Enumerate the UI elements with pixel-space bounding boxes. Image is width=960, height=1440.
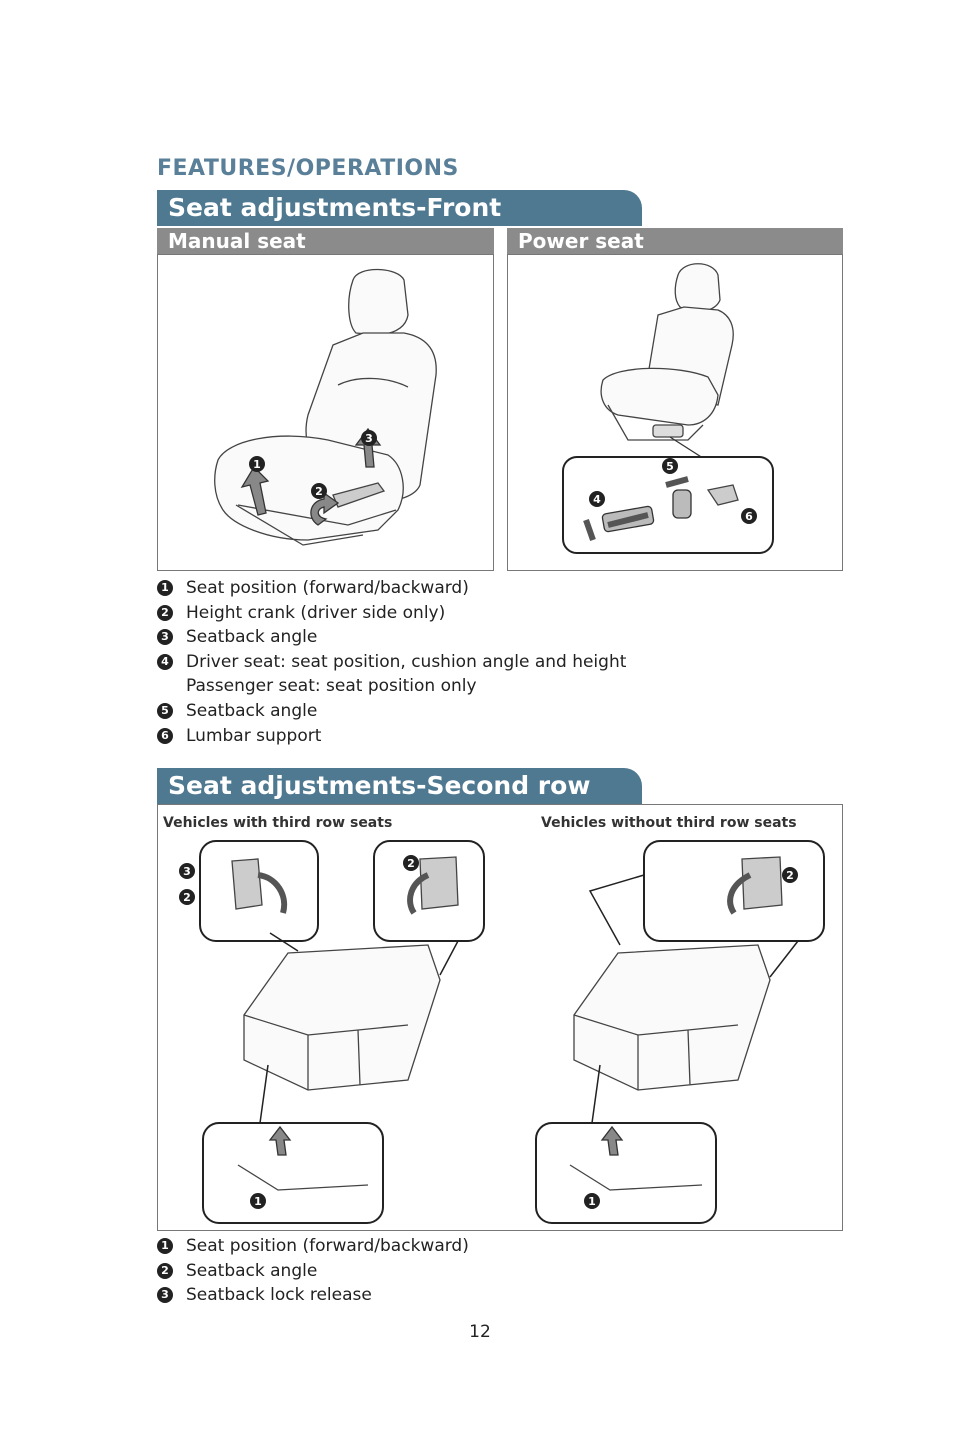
list-item-text: Driver seat: seat position, cushion angl… — [186, 651, 627, 672]
list-item: 2 Height crank (driver side only) — [157, 601, 626, 626]
svg-text:4: 4 — [593, 493, 601, 506]
svg-text:1: 1 — [588, 1195, 596, 1208]
front-section-title: Seat adjustments-Front — [157, 190, 642, 226]
number-badge: 2 — [157, 1262, 173, 1279]
list-item: 6 Lumbar support — [157, 724, 626, 749]
list-item: 1 Seat position (forward/backward) — [157, 1234, 469, 1259]
manual-seat-label: Manual seat — [157, 228, 494, 254]
front-legend-list: 1 Seat position (forward/backward) 2 Hei… — [157, 576, 626, 748]
list-item: 2 Seatback angle — [157, 1259, 469, 1284]
list-item-text-continuation: Passenger seat: seat position only — [186, 676, 477, 697]
section-label: FEATURES/OPERATIONS — [157, 156, 459, 181]
number-badge: 3 — [157, 629, 173, 646]
number-badge: 6 — [157, 727, 173, 744]
svg-text:2: 2 — [315, 485, 323, 498]
svg-text:3: 3 — [365, 432, 373, 445]
svg-text:3: 3 — [183, 865, 191, 878]
page-number: 12 — [469, 1322, 491, 1342]
svg-text:5: 5 — [666, 460, 674, 473]
svg-text:1: 1 — [253, 458, 261, 471]
list-item: 4 Driver seat: seat position, cushion an… — [157, 650, 626, 699]
second-row-section-title: Seat adjustments-Second row seats — [157, 768, 642, 836]
svg-text:2: 2 — [183, 891, 191, 904]
number-badge: 1 — [157, 1238, 173, 1254]
list-item-text: Height crank (driver side only) — [186, 602, 446, 623]
number-badge: 3 — [157, 1287, 173, 1304]
power-seat-label: Power seat — [507, 228, 843, 254]
list-item-text: Seat position (forward/backward) — [186, 1236, 469, 1256]
number-badge: 1 — [157, 580, 173, 596]
power-seat-illustration: 4 5 6 — [507, 254, 843, 571]
list-item: 3 Seatback lock release — [157, 1283, 469, 1308]
svg-text:2: 2 — [786, 869, 794, 882]
caption-without-third-row: Vehicles without third row seats — [541, 815, 797, 831]
list-item-text: Seat position (forward/backward) — [186, 578, 469, 598]
list-item: 5 Seatback angle — [157, 699, 626, 724]
list-item-text: Seatback angle — [186, 627, 318, 648]
list-item: 1 Seat position (forward/backward) — [157, 576, 626, 601]
list-item-text: Seatback lock release — [186, 1285, 372, 1306]
list-item-text: Seatback angle — [186, 1260, 318, 1281]
list-item-text: Seatback angle — [186, 700, 318, 721]
svg-text:2: 2 — [407, 857, 415, 870]
list-item-text: Lumbar support — [186, 725, 322, 746]
manual-seat-illustration: 1 2 3 — [157, 254, 494, 571]
list-item: 3 Seatback angle — [157, 625, 626, 650]
caption-with-third-row: Vehicles with third row seats — [163, 815, 393, 831]
svg-text:6: 6 — [745, 510, 753, 523]
second-row-illustration: 3 2 2 1 2 1 — [157, 804, 843, 1231]
second-row-legend-list: 1 Seat position (forward/backward) 2 Sea… — [157, 1234, 469, 1308]
svg-text:1: 1 — [254, 1195, 262, 1208]
number-badge: 4 — [157, 653, 173, 670]
number-badge: 5 — [157, 702, 173, 719]
number-badge: 2 — [157, 604, 173, 621]
